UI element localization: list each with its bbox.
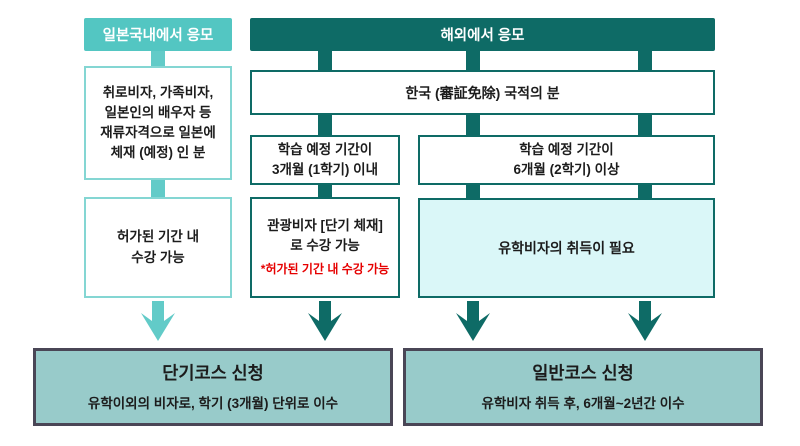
- box-korea-nationality: 한국 (審証免除) 국적의 분: [250, 70, 715, 115]
- box-japan-residence-status-text: 취로비자, 가족비자, 일본인의 배우자 등 재류자격으로 일본에 체재 (예정…: [100, 84, 216, 161]
- connector-overseas-1c: [638, 51, 652, 70]
- outcome-short-course-title: 단기코스 신청: [162, 362, 264, 383]
- connector-overseas-1b: [466, 51, 480, 70]
- box-period-3months: 학습 예정 기간이 3개월 (1학기) 이내: [250, 135, 400, 185]
- outcome-general-course-subtitle: 유학비자 취득 후, 6개월~2년간 이수: [481, 395, 685, 411]
- box-tourist-visa: 관광비자 [단기 체재] 로 수강 가능 *허가된 기간 내 수강 가능: [250, 197, 400, 298]
- arrow-down-japan-icon: [141, 301, 175, 341]
- outcome-short-course: 단기코스 신청 유학이외의 비자로, 학기 (3개월) 단위로 이수: [33, 348, 393, 426]
- connector-overseas-3b: [466, 185, 480, 198]
- connector-overseas-3a: [318, 185, 332, 198]
- outcome-general-course: 일반코스 신청 유학비자 취득 후, 6개월~2년간 이수: [403, 348, 763, 426]
- header-apply-overseas-label: 해외에서 응모: [440, 28, 525, 44]
- box-student-visa-required-text: 유학비자의 취득이 필요: [498, 240, 635, 256]
- box-japan-allowed-period: 허가된 기간 내 수강 가능: [84, 197, 232, 298]
- arrow-down-tourist-icon: [308, 301, 342, 341]
- box-tourist-visa-note: *허가된 기간 내 수강 가능: [260, 262, 390, 277]
- connector-overseas-3c: [638, 185, 652, 198]
- outcome-general-course-title: 일반코스 신청: [532, 362, 634, 383]
- connector-overseas-2b: [466, 115, 480, 135]
- outcome-short-course-subtitle: 유학이외의 비자로, 학기 (3개월) 단위로 이수: [87, 395, 339, 411]
- box-japan-residence-status: 취로비자, 가족비자, 일본인의 배우자 등 재류자격으로 일본에 체재 (예정…: [84, 66, 232, 180]
- connector-overseas-2a: [318, 115, 332, 135]
- arrow-down-student-b-icon: [628, 301, 662, 341]
- box-period-6months-text: 학습 예정 기간이 6개월 (2학기) 이상: [513, 142, 620, 177]
- box-tourist-visa-text: 관광비자 [단기 체재] 로 수강 가능: [267, 218, 383, 253]
- box-student-visa-required: 유학비자의 취득이 필요: [418, 198, 715, 298]
- connector-japan-2: [151, 180, 165, 197]
- connector-overseas-1a: [318, 51, 332, 70]
- connector-overseas-2c: [638, 115, 652, 135]
- box-period-3months-text: 학습 예정 기간이 3개월 (1학기) 이내: [271, 142, 379, 177]
- box-period-6months: 학습 예정 기간이 6개월 (2학기) 이상: [418, 135, 715, 185]
- header-apply-in-japan: 일본국내에서 응모: [84, 18, 232, 51]
- header-apply-overseas: 해외에서 응모: [250, 18, 715, 51]
- box-japan-allowed-period-text: 허가된 기간 내 수강 가능: [116, 228, 200, 265]
- connector-japan-1: [151, 51, 165, 67]
- header-apply-in-japan-label: 일본국내에서 응모: [102, 28, 214, 44]
- arrow-down-student-a-icon: [456, 301, 490, 341]
- box-korea-nationality-text: 한국 (審証免除) 국적의 분: [405, 84, 560, 101]
